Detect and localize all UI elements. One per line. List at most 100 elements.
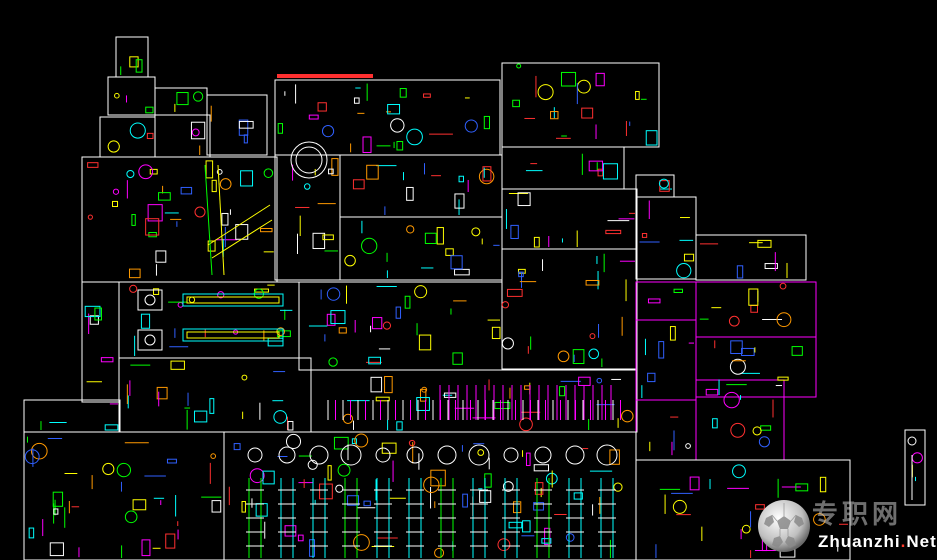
- drawing-hole-circle: [752, 426, 762, 436]
- drawing-sheet-frame: [274, 79, 501, 156]
- drawing-part-outline: [404, 295, 411, 309]
- drawing-part-outline: [645, 130, 658, 146]
- drawing-hole-circle: [911, 452, 923, 464]
- drawing-part-outline: [211, 179, 217, 193]
- drawing-part-outline: [100, 357, 114, 363]
- drawing-part-outline: [399, 88, 407, 98]
- drawing-hole-circle: [779, 282, 787, 290]
- drawing-sheet-frame: [23, 431, 225, 560]
- drawing-part-outline: [147, 204, 163, 222]
- drawing-part-outline: [309, 539, 316, 557]
- drawing-part-outline: [396, 421, 403, 431]
- drawing-hole-circle: [326, 287, 341, 301]
- drawing-part-outline: [484, 473, 492, 488]
- drawing-pivot: [194, 206, 206, 218]
- drawing-arm: [207, 204, 271, 246]
- drawing-hole-circle: [321, 125, 335, 138]
- drawing-column-section: [534, 446, 552, 464]
- drawing-sheet-frame: [635, 399, 697, 461]
- drawing-part-outline: [450, 255, 463, 270]
- drawing-part-outline: [494, 401, 511, 410]
- drawing-part-outline: [541, 538, 552, 544]
- drawing-part-outline: [331, 158, 339, 176]
- drawing-part-outline: [297, 534, 304, 542]
- drawing-part-outline: [605, 229, 622, 235]
- drawing-part-outline: [764, 263, 778, 269]
- drawing-hole-circle: [361, 237, 378, 255]
- drawing-part-outline: [791, 346, 803, 356]
- drawing-sheet-frame: [501, 146, 625, 190]
- drawing-sheet-frame: [635, 174, 675, 198]
- drawing-part-outline: [534, 482, 544, 495]
- drawing-part-outline: [445, 248, 454, 256]
- drawing-part-outline: [418, 334, 432, 351]
- drawing-part-outline: [145, 218, 160, 236]
- drawing-part-outline: [328, 168, 334, 175]
- drawing-part-outline: [581, 107, 594, 119]
- drawing-hole-circle: [328, 357, 338, 367]
- drawing-part-outline: [748, 288, 759, 306]
- drawing-part-outline: [207, 240, 216, 252]
- drawing-hole-circle: [501, 301, 510, 309]
- drawing-part-outline: [777, 376, 789, 381]
- drawing-part-outline: [795, 483, 809, 492]
- drawing-hole-circle: [421, 386, 428, 393]
- drawing-hole-circle: [406, 128, 423, 146]
- drawing-sheet-frame: [635, 459, 851, 560]
- drawing-part-outline: [28, 527, 35, 539]
- drawing-part-outline: [165, 533, 176, 549]
- drawing-part-outline: [221, 212, 229, 226]
- drawing-column-section: [406, 446, 424, 464]
- drawing-hole-circle: [126, 169, 135, 179]
- drawing-part-outline: [585, 279, 600, 286]
- drawing-hole-circle: [741, 524, 751, 534]
- drawing-part-outline: [205, 160, 214, 179]
- drawing-part-outline: [658, 341, 665, 359]
- drawing-sheet-frame: [695, 379, 785, 461]
- drawing-hole-circle: [249, 468, 265, 484]
- drawing-part-outline: [267, 337, 284, 347]
- drawing-hole-circle: [577, 79, 591, 94]
- drawing-part-outline: [384, 376, 393, 394]
- drawing-part-outline: [166, 458, 177, 464]
- drawing-hole-circle: [565, 533, 575, 542]
- drawing-hole-circle: [776, 312, 792, 328]
- drawing-part-outline: [683, 253, 695, 262]
- drawing-part-outline: [512, 99, 520, 108]
- drawing-hole-circle: [353, 534, 370, 551]
- drawing-part-outline: [308, 114, 319, 120]
- drawing-hole-circle: [414, 285, 428, 299]
- drawing-part-outline: [338, 327, 347, 334]
- drawing-hole-circle: [177, 301, 184, 308]
- drawing-part-outline: [319, 483, 333, 500]
- drawing-part-outline: [128, 268, 141, 279]
- drawing-part-outline: [190, 121, 206, 140]
- drawing-sheet-frame: [904, 429, 926, 506]
- drawing-hole-circle: [658, 178, 669, 189]
- drawing-sheet-frame: [118, 357, 312, 433]
- drawing-hole-circle: [406, 225, 415, 234]
- drawing-part-outline: [363, 500, 371, 507]
- drawing-part-outline: [757, 239, 772, 248]
- drawing-hole-circle: [729, 358, 746, 375]
- drawing-part-outline: [351, 438, 357, 445]
- drawing-part-outline: [760, 425, 772, 431]
- drawing-part-outline: [49, 542, 64, 557]
- drawing-hole-circle: [502, 481, 514, 492]
- drawing-part-outline: [560, 71, 577, 87]
- drawing-hole-circle: [241, 374, 248, 381]
- drawing-sheet-frame: [339, 216, 503, 281]
- drawing-part-outline: [135, 59, 143, 73]
- drawing-column-section: [437, 445, 457, 465]
- drawing-part-outline: [430, 469, 446, 487]
- drawing-arm: [204, 164, 213, 276]
- drawing-sheet-frame: [501, 248, 638, 370]
- drawing-part-outline: [533, 236, 540, 248]
- drawing-hole-circle: [382, 321, 392, 330]
- drawing-column-section: [596, 444, 618, 466]
- drawing-part-outline: [458, 175, 464, 183]
- drawing-part-outline: [141, 539, 151, 557]
- drawing-details: [24, 56, 923, 558]
- drawing-part-outline: [544, 527, 551, 546]
